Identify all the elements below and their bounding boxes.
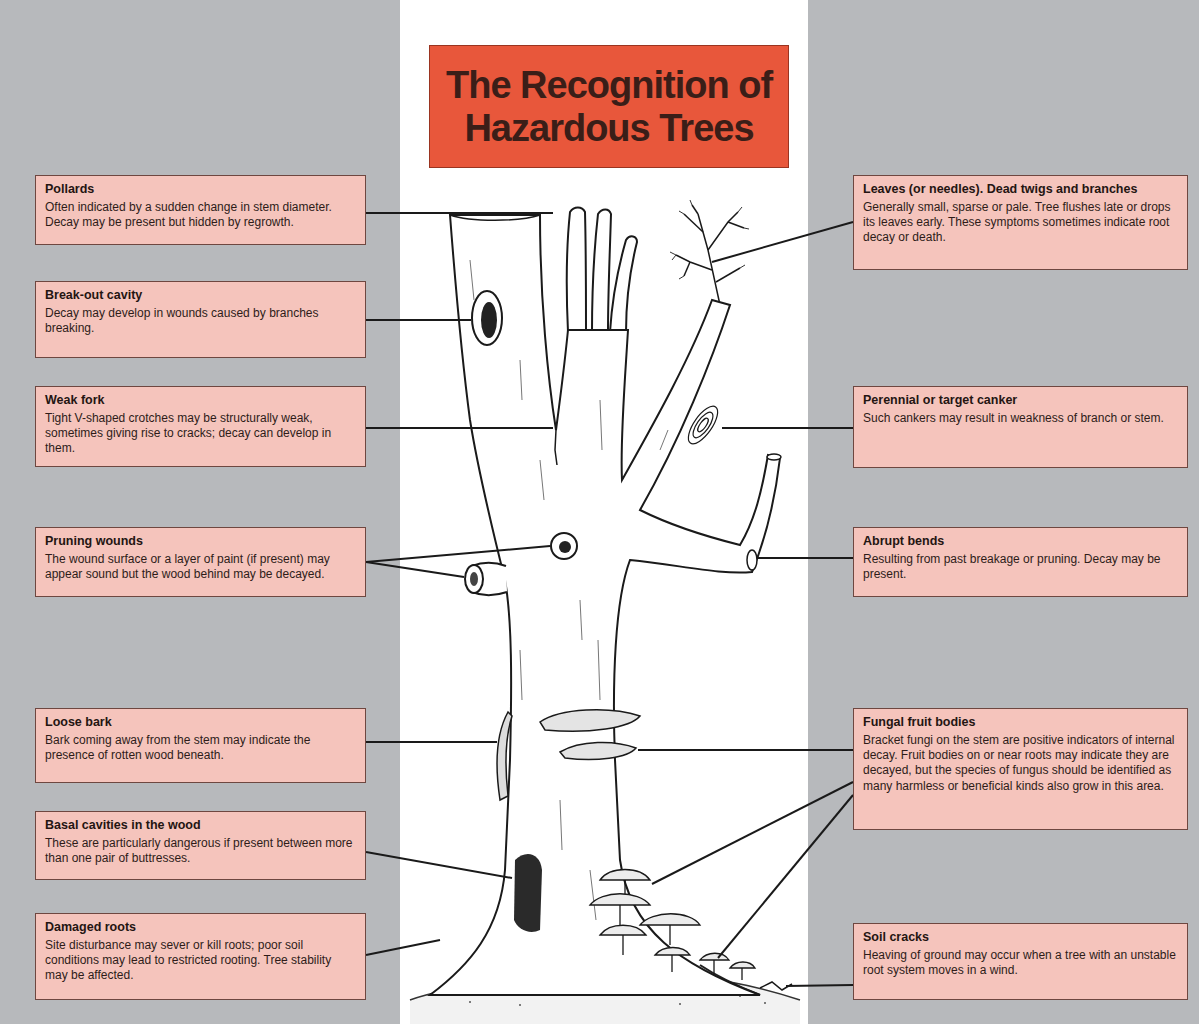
title-banner: The Recognition of Hazardous Trees xyxy=(429,45,789,168)
box-heading: Pruning wounds xyxy=(45,534,356,550)
box-body: The wound surface or a layer of paint (i… xyxy=(45,552,356,583)
box-heading: Abrupt bends xyxy=(863,534,1178,550)
box-body: Often indicated by a sudden change in st… xyxy=(45,200,356,231)
box-body: Tight V-shaped crotches may be structura… xyxy=(45,411,356,457)
box-body: Bark coming away from the stem may indic… xyxy=(45,733,356,764)
box-heading: Leaves (or needles). Dead twigs and bran… xyxy=(863,182,1178,198)
hazard-box: Break-out cavityDecay may develop in wou… xyxy=(35,281,366,358)
box-body: Heaving of ground may occur when a tree … xyxy=(863,948,1178,979)
box-body: Generally small, sparse or pale. Tree fl… xyxy=(863,200,1178,246)
box-heading: Break-out cavity xyxy=(45,288,356,304)
hazard-box: Leaves (or needles). Dead twigs and bran… xyxy=(853,175,1188,270)
hazard-box: Basal cavities in the woodThese are part… xyxy=(35,811,366,880)
box-body: Decay may develop in wounds caused by br… xyxy=(45,306,356,337)
hazard-box: Damaged rootsSite disturbance may sever … xyxy=(35,913,366,1000)
hazard-box: PollardsOften indicated by a sudden chan… xyxy=(35,175,366,245)
box-body: Site disturbance may sever or kill roots… xyxy=(45,938,356,984)
box-heading: Soil cracks xyxy=(863,930,1178,946)
hazard-box: Abrupt bendsResulting from past breakage… xyxy=(853,527,1188,597)
hazard-box: Fungal fruit bodiesBracket fungi on the … xyxy=(853,708,1188,830)
box-body: Resulting from past breakage or pruning.… xyxy=(863,552,1178,583)
hazard-box: Pruning woundsThe wound surface or a lay… xyxy=(35,527,366,597)
box-heading: Basal cavities in the wood xyxy=(45,818,356,834)
hazard-box: Soil cracksHeaving of ground may occur w… xyxy=(853,923,1188,1000)
hazard-box: Perennial or target cankerSuch cankers m… xyxy=(853,386,1188,468)
box-heading: Fungal fruit bodies xyxy=(863,715,1178,731)
hazard-box: Weak forkTight V-shaped crotches may be … xyxy=(35,386,366,467)
box-heading: Weak fork xyxy=(45,393,356,409)
box-heading: Pollards xyxy=(45,182,356,198)
box-heading: Damaged roots xyxy=(45,920,356,936)
title-text: The Recognition of Hazardous Trees xyxy=(444,64,774,149)
box-heading: Perennial or target canker xyxy=(863,393,1178,409)
hazard-box: Loose barkBark coming away from the stem… xyxy=(35,708,366,783)
box-heading: Loose bark xyxy=(45,715,356,731)
grey-panel xyxy=(808,0,1199,1024)
box-body: These are particularly dangerous if pres… xyxy=(45,836,356,867)
box-body: Bracket fungi on the stem are positive i… xyxy=(863,733,1178,794)
box-body: Such cankers may result in weakness of b… xyxy=(863,411,1178,426)
